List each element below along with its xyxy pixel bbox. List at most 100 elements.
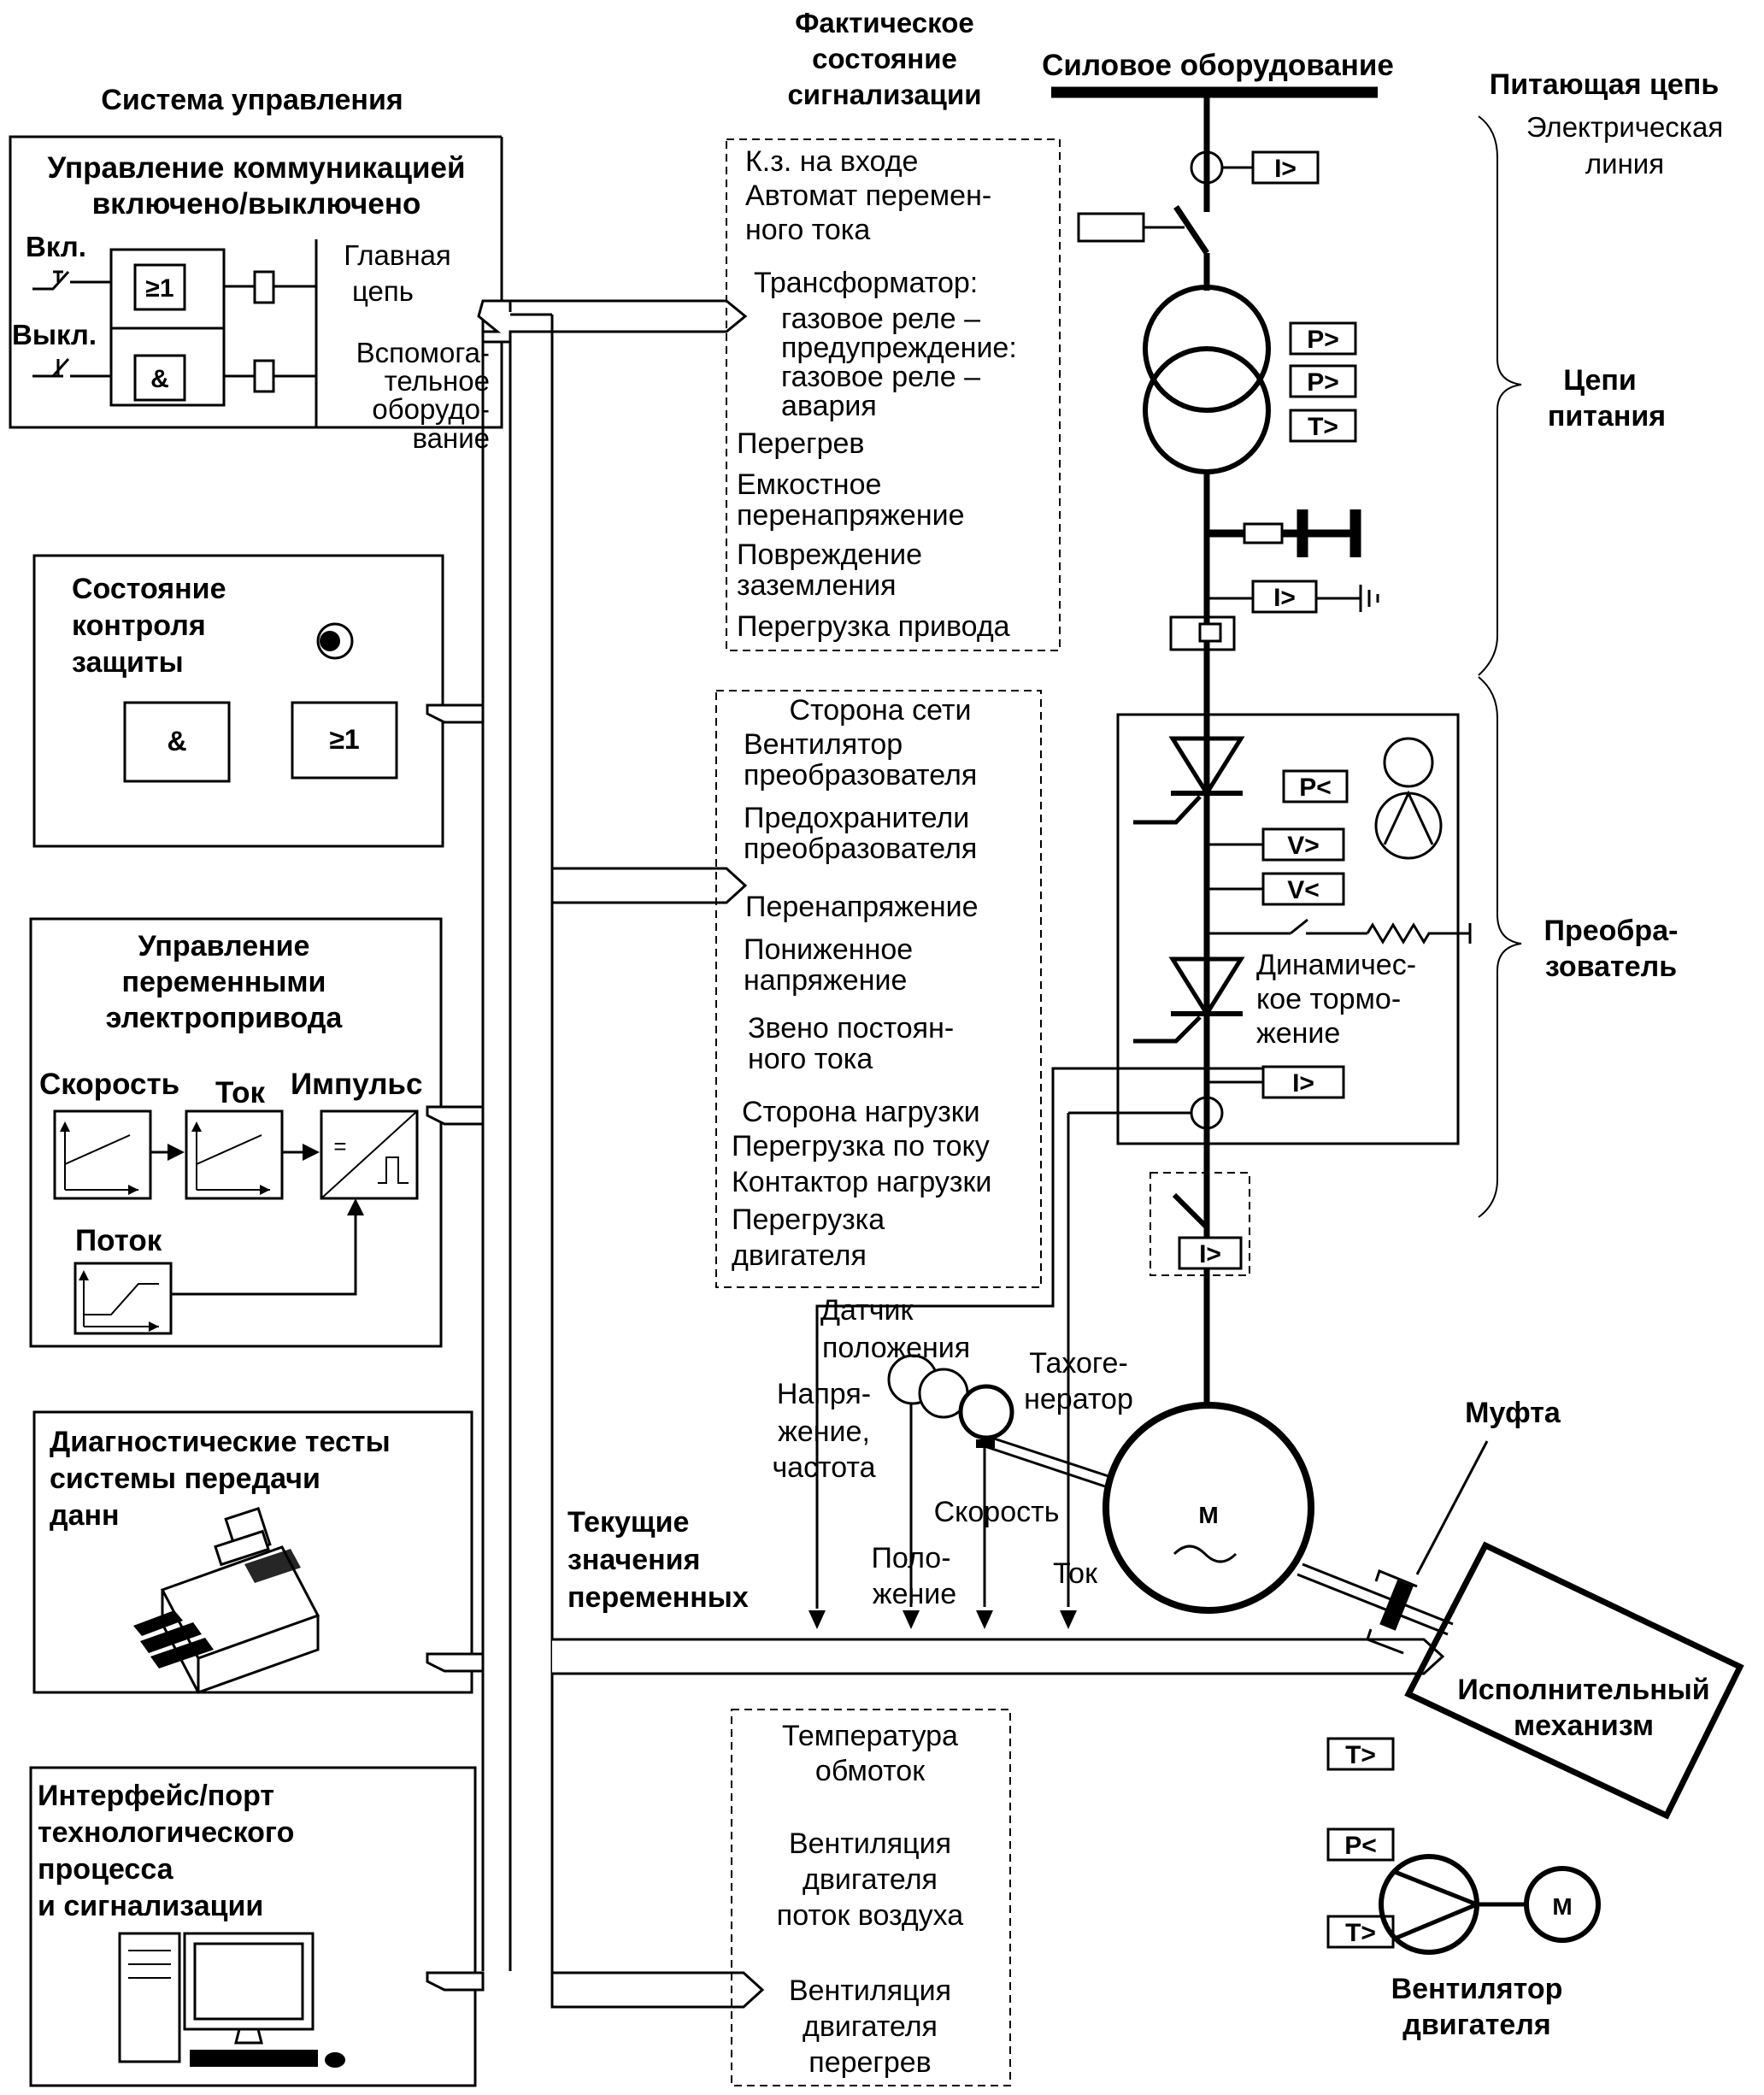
relay-box (1261, 1065, 1345, 1099)
power-circuit (1051, 86, 1379, 1393)
relay-box (1282, 769, 1349, 803)
comm-or-gate: ≥1 (145, 274, 173, 303)
dynamic-braking-label: жение (1256, 1017, 1340, 1050)
speed-label: Скорость (39, 1068, 179, 1101)
speed-measure-label: Скорость (934, 1496, 1060, 1528)
comm-and-gate: & (150, 365, 169, 393)
relay-label: V< (1287, 876, 1320, 904)
off-label: Выкл. (12, 319, 97, 350)
aux-1: Вспомога- (356, 337, 490, 368)
process-port-box: Интерфейс/порт технологического процесса… (29, 1766, 477, 2087)
alarm1-line: Перегрузка привода (737, 610, 1010, 643)
position-sensor-label: положения (822, 1332, 970, 1364)
alarm1-line: Автомат перемен- (745, 179, 991, 212)
main-circuit-2: цепь (352, 275, 414, 307)
relay-box (1178, 1236, 1243, 1270)
relay-label: T> (1308, 413, 1338, 441)
position-sensor-label: Датчик (820, 1294, 914, 1327)
supply-circuit-heading: Питающая цепь (1490, 68, 1719, 101)
electric-line-label-2: линия (1585, 148, 1664, 179)
pulse-symbol: = (333, 1133, 346, 1159)
port-title-1: Интерфейс/порт (38, 1780, 274, 1812)
current-measure-label: Ток (1053, 1557, 1098, 1590)
current-label: Ток (215, 1076, 266, 1109)
alarm2-line: Перегрузка (732, 1203, 885, 1236)
motor-drive (887, 1172, 1744, 1820)
electric-line-label-1: Электрическая (1526, 111, 1723, 143)
relay-label: I> (1273, 584, 1296, 612)
alarm3-line: Температура (782, 1720, 958, 1752)
alarm1-line: Повреждение (737, 538, 922, 571)
diagnostic-box: Диагностические тесты системы передачи д… (32, 1410, 473, 1694)
actual-state-heading-2: состояние (812, 43, 957, 74)
current-values-label: значения (567, 1544, 700, 1576)
headers: Система управления Фактическое состояние… (101, 7, 1723, 179)
relay-label: I> (1292, 1069, 1314, 1098)
relay-label: P> (1307, 368, 1339, 397)
alarm3-line: Вентиляция (789, 1827, 951, 1860)
alarm1-line: Трансформатор: (754, 267, 978, 299)
control-system-heading: Система управления (101, 84, 403, 116)
alarm1-line: заземления (737, 569, 897, 602)
computer-icon (118, 1932, 345, 2068)
flux-label: Поток (75, 1224, 162, 1257)
relay-box (1251, 580, 1318, 614)
alarm3-line: перегрев (808, 2046, 931, 2079)
alarm1-line: газовое реле – (781, 361, 980, 393)
alarm2-line: Звено постоян- (748, 1012, 954, 1045)
relay-box (1261, 872, 1345, 906)
comm-title-2: включено/выключено (92, 187, 421, 221)
port-title-4: и сигнализации (38, 1890, 263, 1922)
protection-state-box: Состояние контроля защиты & ≥1 (32, 554, 444, 848)
motor-fan-label: Вентилятор (1391, 1973, 1563, 2005)
actual-state-heading-1: Фактическое (795, 7, 974, 38)
alarm-list-2 (715, 690, 1042, 1288)
relay-box (1289, 321, 1357, 356)
supply-circuits-label: Цепи (1563, 364, 1637, 397)
measurement-arrows (808, 1067, 1263, 1629)
alarm2-line: Предохранители (744, 802, 969, 834)
alarm2-line: Сторона сети (790, 694, 972, 727)
drive-control-box: Управление переменными электропривода Ск… (29, 917, 443, 1348)
left-bus-connectors (426, 299, 748, 1992)
relay-label: I> (1199, 1240, 1221, 1268)
protection-title-2: контроля (72, 609, 206, 642)
terminal-printer-icon (133, 1507, 320, 1694)
voltage-freq-label: частота (772, 1451, 875, 1484)
actual-state-heading-3: сигнализации (787, 79, 981, 110)
labels: ЦепипитанияПреобра-зовательДинамичес-кое… (567, 364, 1710, 2041)
relay-label: P< (1344, 1832, 1377, 1860)
alarm1-line: авария (781, 390, 877, 422)
relay-label: T> (1345, 1741, 1376, 1769)
protection-title-1: Состояние (72, 573, 226, 605)
relay-label: V> (1287, 832, 1320, 860)
relay-label: I> (1274, 155, 1297, 183)
actuator-label: механизм (1514, 1710, 1654, 1742)
relay-boxes: I>P>P>T>I>P<V>V<I>I>T>P<T> (1178, 150, 1395, 1949)
diag-title-3: данн (50, 1499, 120, 1532)
alarm1-line: Емкостное (737, 468, 881, 501)
alarm2-line: Перенапряжение (745, 891, 979, 923)
protection-and-gate: & (167, 726, 186, 756)
right-braces (1478, 115, 1522, 1218)
alarm1-line: ного тока (745, 214, 870, 246)
relay-box (1289, 364, 1357, 398)
alarm2-line: ного тока (748, 1043, 873, 1075)
drive-title-2: переменными (122, 966, 326, 998)
relay-box (1251, 150, 1320, 185)
alarm2-line: Контактор нагрузки (732, 1166, 991, 1198)
alarm1-line: газовое реле – (781, 303, 980, 335)
port-title-3: процесса (38, 1853, 174, 1886)
alarm2-line: Перегрузка по току (732, 1130, 990, 1162)
comm-title-1: Управление коммуникацией (48, 151, 466, 185)
current-values-label: Текущие (567, 1506, 689, 1539)
fan-motor (1524, 1866, 1601, 1943)
relay-box (1261, 827, 1345, 862)
drive-title-3: электропривода (106, 1002, 344, 1034)
dynamic-braking-label: кое тормо- (1256, 983, 1401, 1015)
indicator-lamp-icon (316, 622, 354, 660)
alarm-list-1 (726, 138, 1061, 651)
motor-symbol: M (1198, 1502, 1218, 1528)
alarm1-line: К.з. на входе (745, 145, 918, 178)
